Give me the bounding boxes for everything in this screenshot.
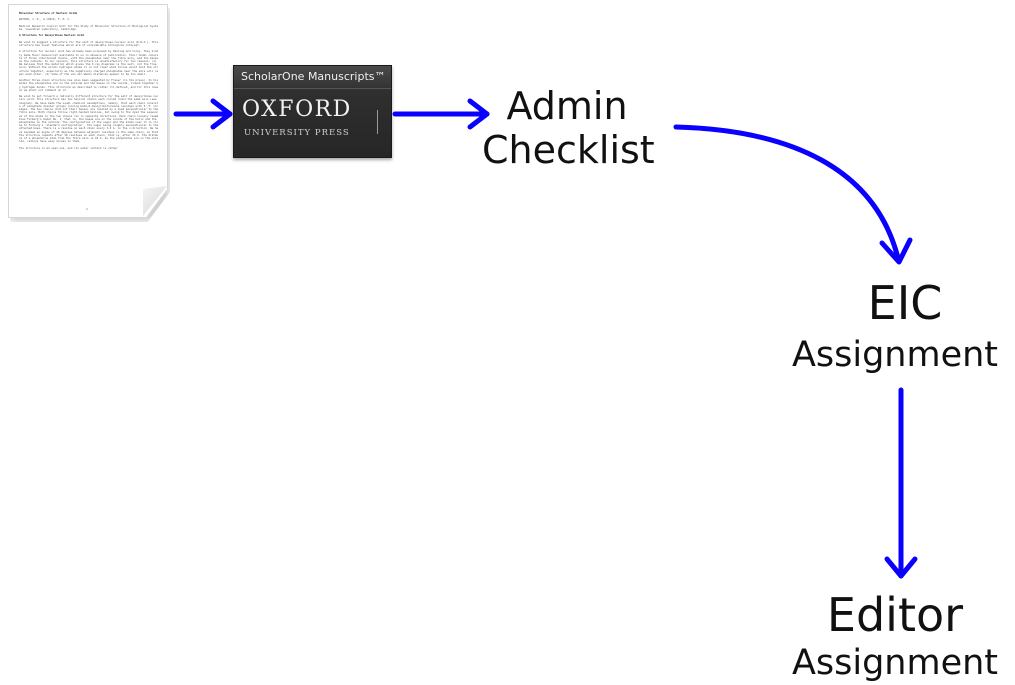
arrow-admin-to-eic — [673, 124, 913, 265]
document-affiliation: Medical Research Council Unit for the St… — [19, 23, 159, 32]
eic-assignment-label-line2: Assignment — [791, 335, 999, 375]
oxford-wordmark: OXFORD — [242, 97, 352, 122]
arrow-logo-to-admin — [392, 98, 490, 130]
logo-title: ScholarOne Manuscripts™ — [241, 70, 386, 83]
manuscript-document: Molecular Structure of Nucleic Acids WAT… — [6, 2, 174, 227]
oxford-subtitle: UNIVERSITY PRESS — [244, 128, 350, 138]
arrow-document-to-logo — [173, 98, 233, 130]
eic-assignment-label-line1: EIC — [867, 276, 943, 330]
document-page: Molecular Structure of Nucleic Acids WAT… — [8, 4, 168, 218]
document-heading: Molecular Structure of Nucleic Acids — [19, 11, 78, 15]
scholarone-oxford-logo: ScholarOne Manuscripts™ OXFORD UNIVERSIT… — [233, 65, 392, 158]
document-authors: WATSON, J. D., & CRICK, F. H. C. — [19, 17, 71, 22]
admin-checklist-label-line1: Admin — [506, 84, 628, 128]
admin-checklist-label-line2: Checklist — [482, 128, 655, 172]
editor-assignment-label-line2: Assignment — [791, 643, 999, 683]
logo-divider — [377, 110, 378, 134]
document-body: We wish to suggest a structure for the s… — [19, 39, 159, 150]
document-section-title: A Structure for Deoxyribose Nucleic Acid — [19, 33, 84, 38]
document-page-number: 1 — [86, 207, 88, 211]
arrow-eic-to-editor — [884, 387, 918, 579]
document-text: Molecular Structure of Nucleic Acids WAT… — [19, 11, 159, 150]
logo-header: ScholarOne Manuscripts™ — [234, 66, 391, 89]
editor-assignment-label-line1: Editor — [826, 588, 964, 642]
